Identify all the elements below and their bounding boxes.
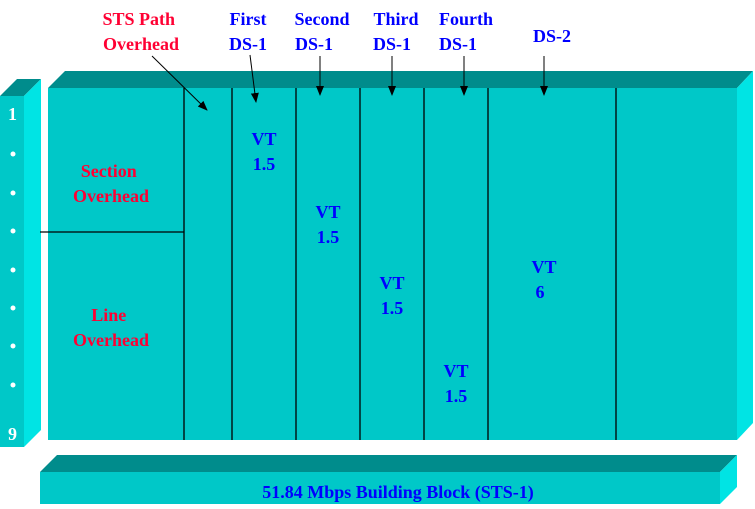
column-dividers <box>40 88 617 440</box>
pointer-arrows <box>151 54 548 111</box>
section-overhead-label: Section Overhead <box>73 161 149 206</box>
line-overhead-label: Line Overhead <box>73 305 149 350</box>
arrow-sts-path <box>151 55 208 111</box>
frame-box <box>40 71 753 440</box>
sts-path-overhead-label: STS Path Overhead <box>102 9 179 54</box>
ds2-label: DS-2 <box>533 26 571 46</box>
row-label-last: 9 <box>8 424 17 444</box>
row-dots <box>10 151 16 388</box>
building-block-label: 51.84 Mbps Building Block (STS-1) <box>262 482 534 503</box>
building-block-bar: 51.84 Mbps Building Block (STS-1) <box>40 455 737 504</box>
row-column: 1 9 <box>0 79 41 447</box>
row-label-first: 1 <box>8 104 17 124</box>
arrow-first-ds1 <box>249 54 259 103</box>
